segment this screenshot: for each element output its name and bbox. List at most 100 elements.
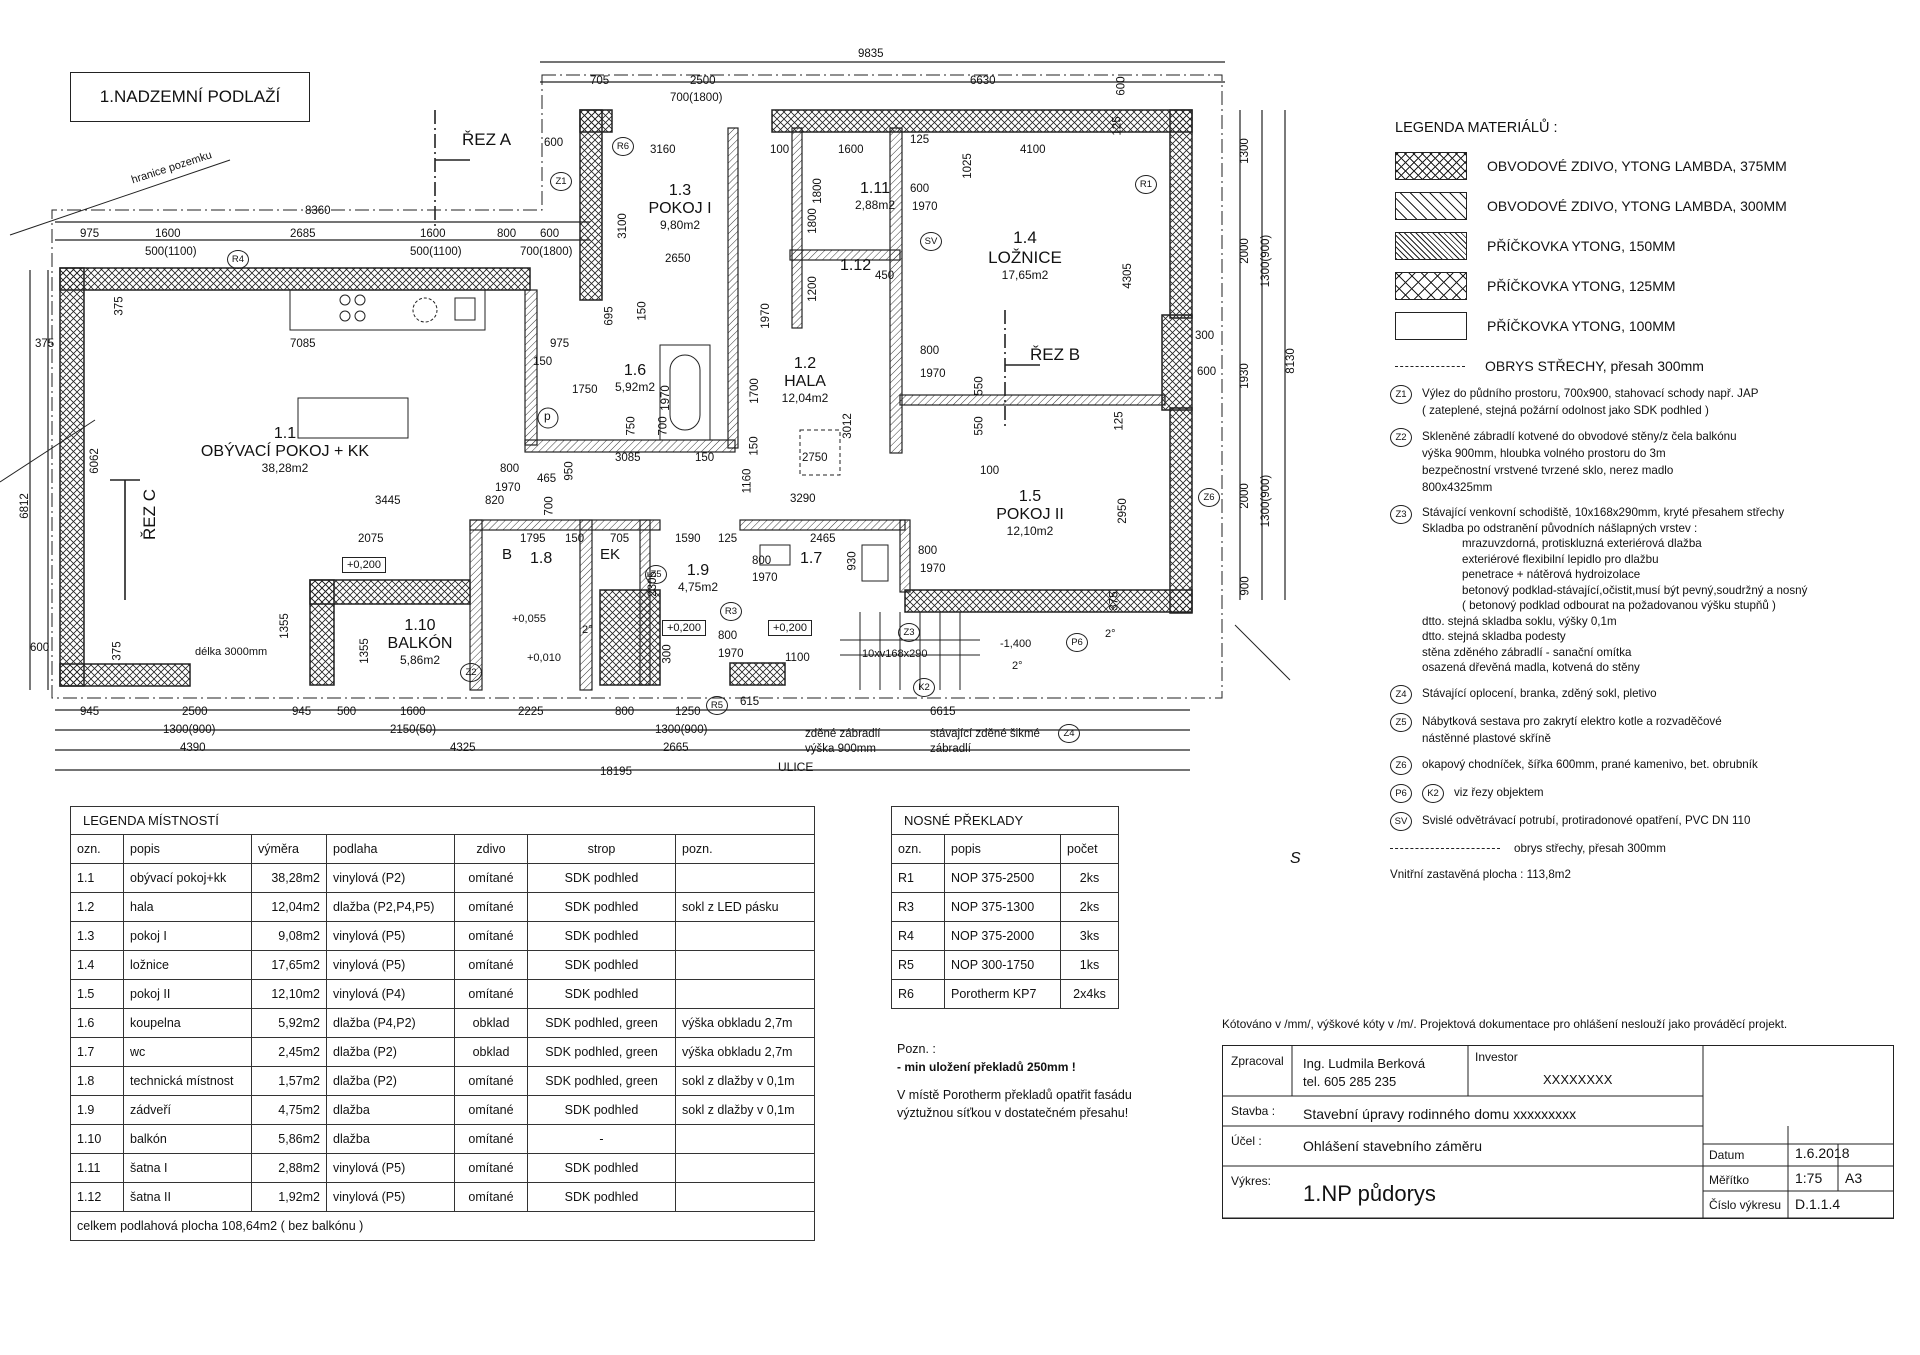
material-row: PŘÍČKOVKA YTONG, 125MM — [1395, 266, 1915, 306]
table-header-row: ozn. popis výměra podlaha zdivo strop po… — [70, 834, 815, 864]
room-1-10: 1.10 BALKÓN 5,86m2 — [375, 617, 465, 667]
stairs-label: 10xv168x290 — [862, 648, 928, 660]
marker-tag: Z5 — [1390, 712, 1412, 732]
material-row: OBVODOVÉ ZDIVO, YTONG LAMBDA, 300MM — [1395, 186, 1915, 226]
dimension: 3012 — [841, 413, 854, 439]
dimension: 800 — [497, 228, 517, 240]
dimension: 1300(900) — [655, 724, 708, 736]
room-number: 1.4 — [1013, 228, 1037, 247]
dimension: 8360 — [305, 205, 331, 217]
room-area: 17,65m2 — [1001, 268, 1049, 282]
dimension: 1970 — [718, 648, 744, 660]
note-item: Vnitřní zastavěná plocha : 113,8m2 — [1390, 867, 1571, 881]
level-tag: +0,200 — [768, 620, 812, 636]
room-number: 1.11 — [860, 180, 890, 197]
room-name: LOŽNICE — [988, 248, 1062, 267]
dimension: 9835 — [858, 48, 884, 60]
dimension: 1800 — [806, 208, 819, 234]
material-legend-title: LEGENDA MATERIÁLŮ : — [1395, 120, 1558, 136]
room-area: 12,10m2 — [1006, 524, 1054, 538]
room-1-2: 1.2 HALA 12,04m2 — [760, 355, 850, 405]
dimension: 18195 — [600, 766, 632, 778]
dimension: 2685 — [290, 228, 316, 240]
dimension: 1970 — [920, 368, 946, 380]
marker-z3: Z3 — [898, 623, 920, 642]
dimension: 820 — [485, 495, 505, 507]
dimension: 1970 — [752, 572, 778, 584]
dimension: 1600 — [155, 228, 181, 240]
dimension: 2650 — [665, 253, 691, 265]
dimension: 1300(900) — [1260, 474, 1273, 528]
dimension: 945 — [292, 706, 312, 718]
dimension: 375 — [35, 338, 55, 350]
room-area: 9,80m2 — [659, 218, 701, 232]
marker-r3: R3 — [720, 602, 742, 621]
dimension: 2750 — [802, 452, 828, 464]
marker-tag: Z6 — [1390, 755, 1412, 775]
dimension: 3100 — [616, 213, 629, 239]
room-area: 5,86m2 — [399, 653, 441, 667]
dimension: 800 — [918, 545, 938, 557]
room-name: POKOJ I — [648, 200, 712, 217]
marker-z1: Z1 — [550, 172, 572, 191]
dimension: 600 — [910, 183, 930, 195]
street-label: ULICE — [778, 760, 814, 774]
dimension: 1160 — [741, 468, 754, 494]
dimension: 150 — [748, 436, 761, 456]
marker-z5: Z5 — [645, 565, 667, 584]
material-row: PŘÍČKOVKA YTONG, 150MM — [1395, 226, 1915, 266]
material-legend: LEGENDA MATERIÁLŮ : OBVODOVÉ ZDIVO, YTON… — [1395, 120, 1915, 386]
material-row: PŘÍČKOVKA YTONG, 100MM — [1395, 306, 1915, 346]
dimension: 945 — [80, 706, 100, 718]
room-1-3: 1.3 POKOJ I 9,80m2 — [630, 182, 730, 232]
length-label: délka 3000mm — [195, 646, 268, 658]
room-number: 1.10 — [404, 617, 436, 634]
dimension: 1355 — [358, 638, 371, 664]
level-tag: +0,055 — [512, 613, 546, 625]
dimension: 975 — [550, 338, 570, 350]
scale: 1:75 — [1795, 1170, 1823, 1186]
dimension: 2465 — [810, 533, 836, 545]
room-1-12: 1.12 — [840, 257, 872, 274]
dimension: 600 — [544, 137, 564, 149]
room-number: 1.3 — [668, 182, 692, 199]
dimension: 705 — [590, 75, 610, 87]
room-number: 1.6 — [623, 362, 647, 379]
grade-label: 2° — [582, 624, 593, 636]
dimension: 695 — [603, 306, 616, 326]
room-1-4: 1.4 LOŽNICE 17,65m2 — [970, 228, 1080, 282]
dimension: 125 — [1113, 411, 1126, 431]
room-1-1: 1.1 OBÝVACÍ POKOJ + KK 38,28m2 — [170, 425, 400, 475]
dimension: 615 — [740, 696, 760, 708]
dimension: 800 — [615, 706, 635, 718]
room-legend-table: LEGENDA MÍSTNOSTÍ ozn. popis výměra podl… — [70, 806, 815, 1241]
level-tag: +0,200 — [662, 620, 706, 636]
dimension: 6630 — [970, 75, 996, 87]
dimension: 1970 — [659, 385, 672, 411]
dimension: 800 — [500, 463, 520, 475]
dimension: 500 — [337, 706, 357, 718]
dimension: 1930 — [1238, 363, 1251, 389]
room-name: OBÝVACÍ POKOJ + KK — [200, 443, 370, 460]
marker-r4: R4 — [227, 250, 249, 269]
marker-z4: Z4 — [1058, 724, 1080, 743]
room-area: 12,04m2 — [781, 391, 829, 405]
room-area: 38,28m2 — [261, 461, 309, 475]
dimension: 2150(50) — [390, 724, 437, 736]
material-row: OBRYS STŘECHY, přesah 300mm — [1395, 346, 1915, 386]
room-1-6: 1.6 5,92m2 — [600, 362, 670, 394]
section-b-label: ŘEZ B — [1030, 345, 1081, 364]
paper-format: A3 — [1845, 1170, 1863, 1186]
dimension: 1600 — [400, 706, 426, 718]
dimension: 1025 — [961, 153, 974, 179]
dimension: 2665 — [663, 742, 689, 754]
